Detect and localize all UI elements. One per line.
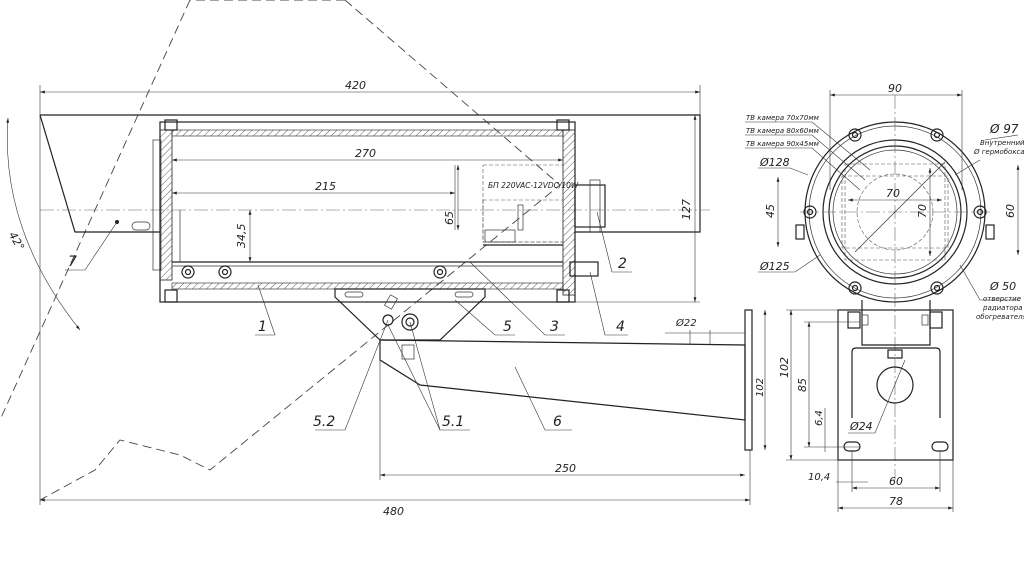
dim-270: 270 <box>355 147 376 160</box>
dim-6-4: 6,4 <box>814 410 825 426</box>
dim-d97: Ø 97 <box>989 122 1019 136</box>
callout-3: 3 <box>550 319 559 335</box>
dimension-lines <box>39 85 751 505</box>
callout-7: 7 <box>68 254 77 270</box>
d97-note-1: Внутренний <box>980 139 1024 147</box>
dim-60: 60 <box>889 475 903 488</box>
dim-10-4: 10,4 <box>808 472 830 483</box>
bracket <box>379 339 746 421</box>
dim-d22: Ø22 <box>675 317 697 329</box>
dim-70-horizontal: 70 <box>886 187 900 200</box>
label-camera-70x70: ТВ камера 70х70мм <box>746 114 820 122</box>
callout-leaders <box>65 211 632 431</box>
callout-6: 6 <box>553 414 562 430</box>
dim-102: 102 <box>778 357 791 378</box>
screw-5-1-inner <box>405 317 415 327</box>
psu-label: БП 220VAC-12VDC/10W <box>488 181 579 190</box>
callout-1: 1 <box>258 319 267 335</box>
power-supply <box>482 164 564 246</box>
mount <box>334 288 486 341</box>
callout-2: 2 <box>618 256 627 272</box>
bracket-bolt <box>401 344 415 360</box>
sunshade-slot <box>131 221 151 231</box>
mount-slot <box>344 291 364 298</box>
dim-215: 215 <box>315 180 336 193</box>
dim-45: 45 <box>764 204 777 218</box>
dim-250: 250 <box>555 462 576 475</box>
dim-60-vertical: 60 <box>1004 204 1017 218</box>
cable-gland-nut <box>589 179 601 233</box>
dim-angle: 42° <box>6 230 27 253</box>
dim-d125: Ø125 <box>759 260 790 273</box>
callout-5: 5 <box>503 319 512 335</box>
d97-note-2: Ø гермобокса <box>973 148 1024 156</box>
label-camera-90x45: ТВ камера 90х45мм <box>746 140 820 148</box>
dim-90: 90 <box>888 82 902 95</box>
mount-slot <box>454 291 474 298</box>
callout-5-1: 5.1 <box>442 414 464 430</box>
dim-480: 480 <box>383 505 404 518</box>
screw-5-1 <box>401 313 419 331</box>
dim-d128: Ø128 <box>759 156 790 169</box>
dim-420: 420 <box>345 79 366 92</box>
d50-note-3: обогревателя <box>976 313 1024 321</box>
dim-70-vertical: 70 <box>916 204 929 218</box>
angle-arc <box>6 117 81 331</box>
dim-127: 127 <box>680 199 693 220</box>
dim-34-5: 34,5 <box>235 224 248 249</box>
dim-78: 78 <box>889 495 903 508</box>
dim-102-side: 102 <box>755 378 766 397</box>
sunshade <box>39 114 701 233</box>
label-camera-80x60: ТВ камера 80х60мм <box>746 127 820 135</box>
connector <box>569 261 599 277</box>
front-view <box>745 90 1020 480</box>
callout-4: 4 <box>616 319 625 335</box>
dim-d50: Ø 50 <box>989 280 1016 293</box>
dim-85: 85 <box>796 378 809 392</box>
dim-65: 65 <box>443 211 456 225</box>
bracket-wall-plate <box>744 309 753 451</box>
d50-note-2: радиатора <box>982 304 1023 312</box>
bracket-plate-view <box>786 300 954 512</box>
screw-head <box>384 294 398 310</box>
d50-note-1: отверстие <box>983 295 1021 303</box>
dim-d24: Ø24 <box>849 420 873 433</box>
callout-5-2: 5.2 <box>313 414 335 430</box>
sunshade-open-outline <box>0 0 561 501</box>
